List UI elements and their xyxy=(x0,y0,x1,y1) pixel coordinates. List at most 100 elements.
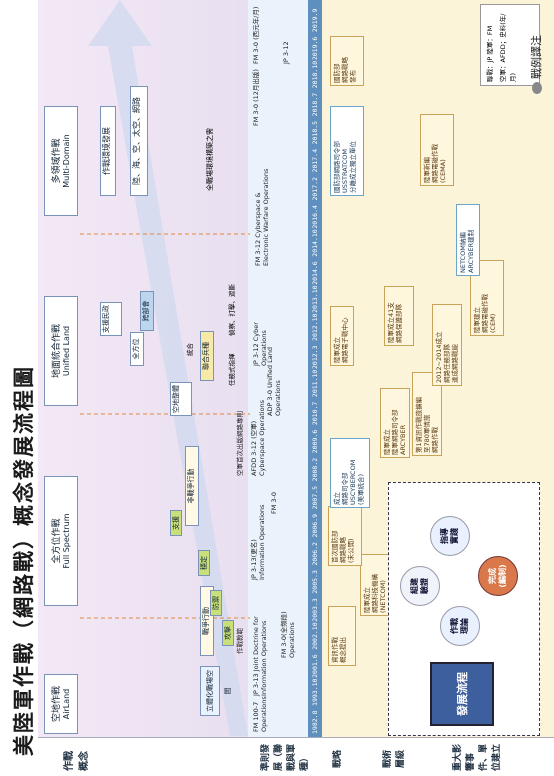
event-cema: 陸軍新編 網路電磁作戰 (CEMA) xyxy=(420,114,454,186)
year-tick: 2018.10 xyxy=(311,60,319,89)
concept-ul-airground: 空地整體 xyxy=(170,382,192,416)
era-ul-zh: 地面統合作戰 xyxy=(52,324,62,379)
event-41-cpt: 陸軍成立41支 網路保護部隊 xyxy=(384,286,414,346)
year-tick: 2011.10 xyxy=(311,369,319,398)
doctrine-afdd3-12: AFDD 3-12 (空軍) Cyberspace Operations xyxy=(250,399,266,476)
year-tick: 2008.2 xyxy=(311,457,319,482)
era-airland-en: AirLand xyxy=(62,688,71,720)
doctrine-fm3-12: FM 3-12 Cyberspace & Electronic Warfare … xyxy=(254,168,270,266)
concept-ul-combined: 聯合兵種 xyxy=(200,331,214,381)
year-tick: 2006.9 xyxy=(311,513,319,538)
event-arcyber: 陸軍成立 陸軍網路司令部 ARCYBER xyxy=(380,388,410,458)
concept-attack: 攻擊 xyxy=(222,620,234,646)
era-fs-zh: 全方位作戰 xyxy=(52,518,62,564)
year-tick: 2016.4 xyxy=(311,205,319,229)
doctrine-manual: 作戰教範 xyxy=(236,628,244,654)
cycle-node-guide-label: 指導 實踐 xyxy=(440,528,459,544)
row-label-strategy: 戰略 xyxy=(333,749,343,768)
cycle-node-theory-label: 作戰 理論 xyxy=(450,618,469,634)
cycle-node-complete: 完成 (編制) xyxy=(478,556,518,596)
doctrine-afdd-note: 空軍首次出版網路專則 xyxy=(236,411,244,476)
watermark-text: 戰例譯注 xyxy=(530,35,543,79)
doctrine-fm3-0-2001: FM 3-0(全頻段) Operations xyxy=(280,611,296,658)
era-ul-en: Unified Land xyxy=(62,325,71,377)
doctrine-legend-yearmonth: FM 3-0 (西元年/月) xyxy=(252,6,260,64)
row-label-events: 重大影響事件、單位建立 xyxy=(453,743,502,771)
legend-line-2: 空軍：AFDD；史料(年/月) xyxy=(499,13,517,82)
concept-defend: 防禦 xyxy=(210,590,222,616)
cycle-node-guide: 指導 實踐 xyxy=(430,516,470,556)
year-tick: 2013.10 xyxy=(311,285,319,313)
concept-md-need: 全戰場環境構築之需 xyxy=(206,128,214,191)
event-cyber-ew-center: 陸軍成立 網路電子戰中心 xyxy=(330,306,354,366)
year-tick: 2012.3 xyxy=(311,345,319,369)
year-tick: 2014.10 xyxy=(311,229,319,257)
doctrine-jp3-13: JP 3-13 Joint Doctrine for Information O… xyxy=(252,616,268,696)
legend-line-1: 聯戰：JP 陸軍：FM xyxy=(486,25,494,82)
cycle-center: 發展流程 xyxy=(430,662,494,726)
year-tick: 2001.6 xyxy=(311,654,319,678)
year-tick: 2017.4 xyxy=(311,148,319,173)
year-tick: 2002.10 xyxy=(311,622,319,650)
doctrine-fm3-0-2008: FM 3-0 xyxy=(270,491,278,514)
row-label-tactics: 戰術層級 xyxy=(383,749,406,768)
watermark: 戰例譯注 xyxy=(528,35,544,94)
doctrine-jp3-12-2013: JP 3-12 Cyber Operations xyxy=(252,322,268,366)
era-unified-land: 地面統合作戰 Unified Land xyxy=(44,296,78,406)
concept-airland-space: 立體化戰場空間 xyxy=(200,666,232,716)
event-ussstratcom: 國防部網路司令部 USSTRATCOM 分離成立獨立單位 xyxy=(330,106,364,196)
year-tick: 2007.5 xyxy=(311,485,319,510)
concept-md-env: 作戰環境發展 xyxy=(100,106,116,196)
year-tick: 2010.7 xyxy=(311,401,319,426)
era-fs-en: Full Spectrum xyxy=(62,513,71,569)
year-tick: 1993.10 xyxy=(311,678,319,706)
doctrine-jp3-12-2018: JP 3-12 xyxy=(282,41,290,64)
year-tick: 2017.2 xyxy=(311,177,319,201)
year-tick: 2012.10 xyxy=(311,313,319,341)
row-label-concept: 作戰概念 xyxy=(64,751,90,771)
event-cmf: 2012~2014成立 網路任務部隊 達成網路戰能 xyxy=(432,304,462,386)
concept-stability: 穩定 xyxy=(198,550,210,576)
year-tick: 2019.6 xyxy=(311,36,319,61)
era-md-zh: 多領域作戰 xyxy=(52,138,62,184)
year-tick: 2006.2 xyxy=(311,542,319,566)
concept-ul-recon: 偵察、打擊、遮斷 xyxy=(228,284,236,336)
year-tick: 2018.7 xyxy=(311,92,319,117)
event-dod-strategy-2: 國防部 網路戰略 發布 xyxy=(330,36,364,86)
concept-mootw: 非戰爭行動 xyxy=(185,446,199,526)
concept-ul-mission: 任務式指揮 xyxy=(228,353,236,387)
concept-ul-unify: 統合 xyxy=(186,343,194,356)
year-tick: 2019.9 xyxy=(311,8,319,33)
row-label-doctrine: 準則發展（聯戰與軍種） xyxy=(261,743,310,771)
event-dod-strategy-1: 首次國防部 網路戰略 (未公開) xyxy=(328,506,362,566)
doctrine-adp3-0: ADP 3-0 Unified Land Operations xyxy=(266,347,282,416)
year-tick: 2009.6 xyxy=(311,429,319,454)
concept-support: 支援 xyxy=(170,510,182,536)
cycle-node-theory: 作戰 理論 xyxy=(440,606,480,646)
concept-ul-fullrange: 全方位 xyxy=(130,332,144,366)
era-airland-zh: 空地作戰 xyxy=(52,686,62,723)
year-tick: 2003.3 xyxy=(311,598,319,622)
doctrine-fm3-0-2017: FM 3-0 (12月出版) xyxy=(252,69,260,126)
year-tick: 2014.6 xyxy=(311,261,319,285)
year-tick: 2005.3 xyxy=(311,570,319,594)
concept-ul-interagency: 跨部會 xyxy=(140,291,154,331)
event-netcom-arcyber: NETCOM納編 ARCYBER建制 xyxy=(456,204,480,276)
concept-ul-civil: 支援民政 xyxy=(100,302,122,336)
cycle-node-complete-label: 完成 (編制) xyxy=(488,564,507,588)
doctrine-jp3-13-renamed: JP 3-13(更名) Information Operations xyxy=(250,504,266,580)
concept-md-domains: 陸、海、空、太空、網路 xyxy=(130,86,148,196)
year-tick: 2018.5 xyxy=(311,120,319,145)
era-full-spectrum: 全方位作戰 Full Spectrum xyxy=(44,476,78,606)
cycle-node-build-label: 組建 驗證 xyxy=(410,578,429,594)
page-title: 美陸軍作戰（網路戰）概念發展流程圖 xyxy=(11,365,36,756)
cycle-center-label: 發展流程 xyxy=(456,672,469,716)
watermark-icon xyxy=(532,82,542,94)
event-uscybercom: 成立 網路司令部 USCYBERCOM (美軍統合) xyxy=(330,438,370,508)
era-multi-domain: 多領域作戰 Multi-Domain xyxy=(44,106,78,216)
year-tick: 1982.8 xyxy=(311,710,319,734)
event-io-concept: 資訊作戰 概念提出 xyxy=(328,606,356,666)
